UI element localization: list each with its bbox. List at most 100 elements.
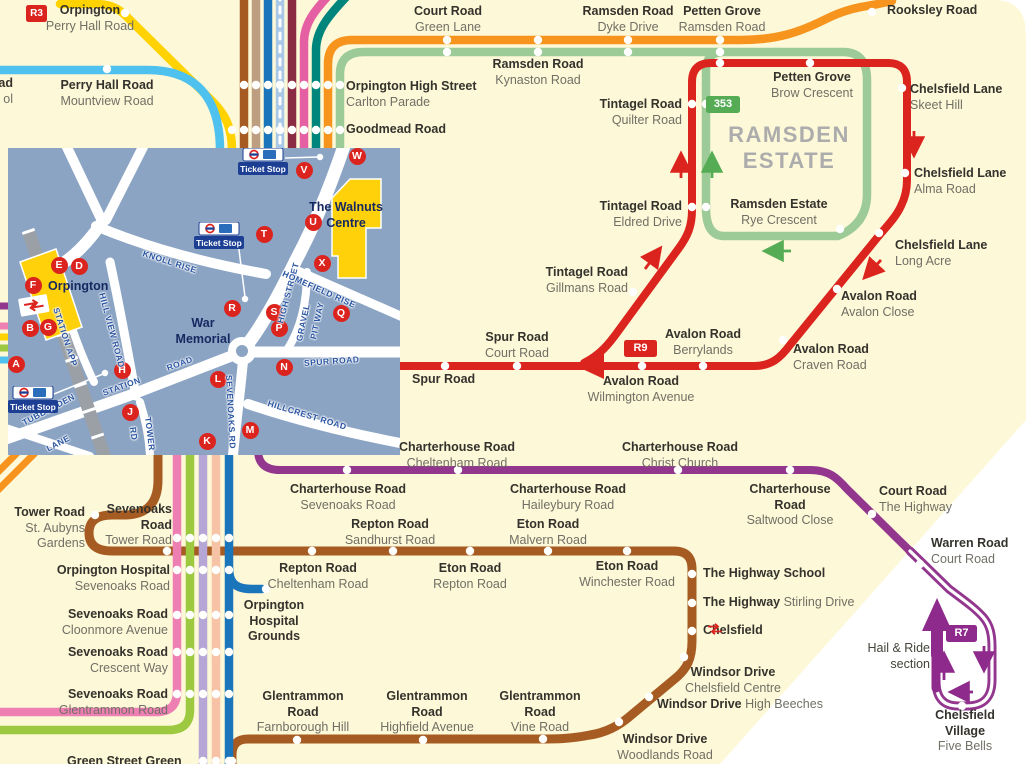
bus-stop-dot — [715, 47, 725, 57]
bus-stop-dot — [453, 465, 463, 475]
bus-stop-dot — [224, 647, 234, 657]
bus-stop-dot — [224, 689, 234, 699]
bus-stop-dot — [211, 689, 221, 699]
bus-stop-dot — [622, 546, 632, 556]
street-gravel-pit-way — [283, 268, 311, 354]
bus-stop-dot — [701, 99, 711, 109]
bus-stop-dot — [311, 80, 321, 90]
bus-stop-dot — [120, 8, 130, 18]
direction-arrows — [576, 131, 996, 704]
bus-stop-dot — [335, 80, 345, 90]
bus-stop-dot — [778, 335, 788, 345]
bus-stop-dot — [698, 361, 708, 371]
bus-stop-dot — [785, 465, 795, 475]
bus-stop-dot — [687, 99, 697, 109]
bus-stop-dot — [261, 584, 271, 594]
bus-stop-dot — [172, 689, 182, 699]
bus-stop-dot — [637, 361, 647, 371]
bus-stop-dot — [224, 533, 234, 543]
bus-stop-dot — [198, 647, 208, 657]
bus-stop-dot — [211, 610, 221, 620]
walnuts-centre-building — [331, 178, 382, 279]
bus-stop-dot — [867, 509, 877, 519]
bus-stop-dot — [227, 125, 237, 135]
bus-stop-dot — [342, 465, 352, 475]
inset-map-group — [8, 148, 400, 455]
bus-stop-dot — [957, 701, 967, 711]
bus-stop-dot — [287, 125, 297, 135]
r7-north-arrowhead — [922, 598, 952, 631]
bus-stop-dot — [211, 565, 221, 575]
bus-stop-dot — [211, 756, 221, 764]
bus-stop-dot — [198, 565, 208, 575]
bus-stop-dot — [198, 533, 208, 543]
bus-stop-dot — [185, 565, 195, 575]
bus-stop-dot — [185, 647, 195, 657]
route-pink — [299, 0, 331, 155]
bus-stop-dot — [287, 80, 297, 90]
war-memorial-roundabout — [228, 337, 256, 365]
bus-stop-dot — [867, 7, 877, 17]
bus-stop-dot — [275, 80, 285, 90]
bus-stop-dot — [701, 202, 711, 212]
bus-stop-dot — [211, 533, 221, 543]
bus-stop-dot — [102, 64, 112, 74]
route-orange — [323, 0, 897, 155]
street-tubbenden-lane — [8, 424, 94, 455]
bus-stop-dot — [644, 692, 654, 702]
bus-stop-dot — [388, 546, 398, 556]
direction-arrow — [862, 256, 886, 281]
bus-stop-dot — [299, 125, 309, 135]
bus-stop-dot — [512, 361, 522, 371]
bus-stop-dot — [323, 125, 333, 135]
street-tower-rd — [136, 398, 154, 455]
bus-stop-dot — [263, 125, 273, 135]
bus-stop-dot — [687, 202, 697, 212]
route-yellow — [55, 0, 237, 155]
rail-icon — [23, 299, 44, 312]
bus-stop-dot — [418, 735, 428, 745]
bus-stop-dot — [623, 47, 633, 57]
bus-stop-dot — [162, 546, 172, 556]
route-353-green — [335, 47, 872, 241]
bus-stop-dot — [538, 734, 548, 744]
bus-stop-dot — [533, 35, 543, 45]
bus-stop-dot — [897, 83, 907, 93]
route-lime — [0, 433, 195, 735]
bus-stop-dot — [323, 80, 333, 90]
bus-stop-dot — [185, 689, 195, 699]
bus-stop-dot — [679, 652, 689, 662]
inset-buildings — [19, 178, 382, 341]
bus-stop-dot — [198, 756, 208, 764]
bus-stop-dot — [211, 647, 221, 657]
bus-stop-dot — [628, 287, 638, 297]
bus-stop-dot — [533, 47, 543, 57]
bus-stop-dot — [673, 465, 683, 475]
bus-stop-dot — [172, 565, 182, 575]
orpington-station-building — [19, 248, 83, 341]
bus-stop-dot — [442, 35, 452, 45]
street-hillcrest-road — [243, 399, 400, 449]
bus-stop-dot — [299, 80, 309, 90]
bus-stop-dot — [832, 284, 842, 294]
bus-stop-dot — [311, 125, 321, 135]
bus-stop-dot — [224, 565, 234, 575]
route-cyan — [0, 65, 225, 155]
bus-stop-dot — [687, 598, 697, 608]
bus-stop-dot — [90, 510, 100, 520]
bus-stop-dot — [198, 610, 208, 620]
national-rail-plaque — [18, 294, 50, 317]
street-high-street — [243, 148, 351, 348]
bus-stop-dot — [224, 610, 234, 620]
stop-dots — [90, 7, 967, 764]
bus-stop-dot — [263, 80, 273, 90]
bus-stop-dot — [835, 224, 845, 234]
bus-stop-dot — [251, 125, 261, 135]
route-r7-charterhouse — [254, 434, 914, 555]
street-sevenoaks-rd — [228, 356, 248, 455]
bus-stop-dot — [623, 35, 633, 45]
bus-stop-dot — [687, 569, 697, 579]
bus-stop-dot — [440, 361, 450, 371]
